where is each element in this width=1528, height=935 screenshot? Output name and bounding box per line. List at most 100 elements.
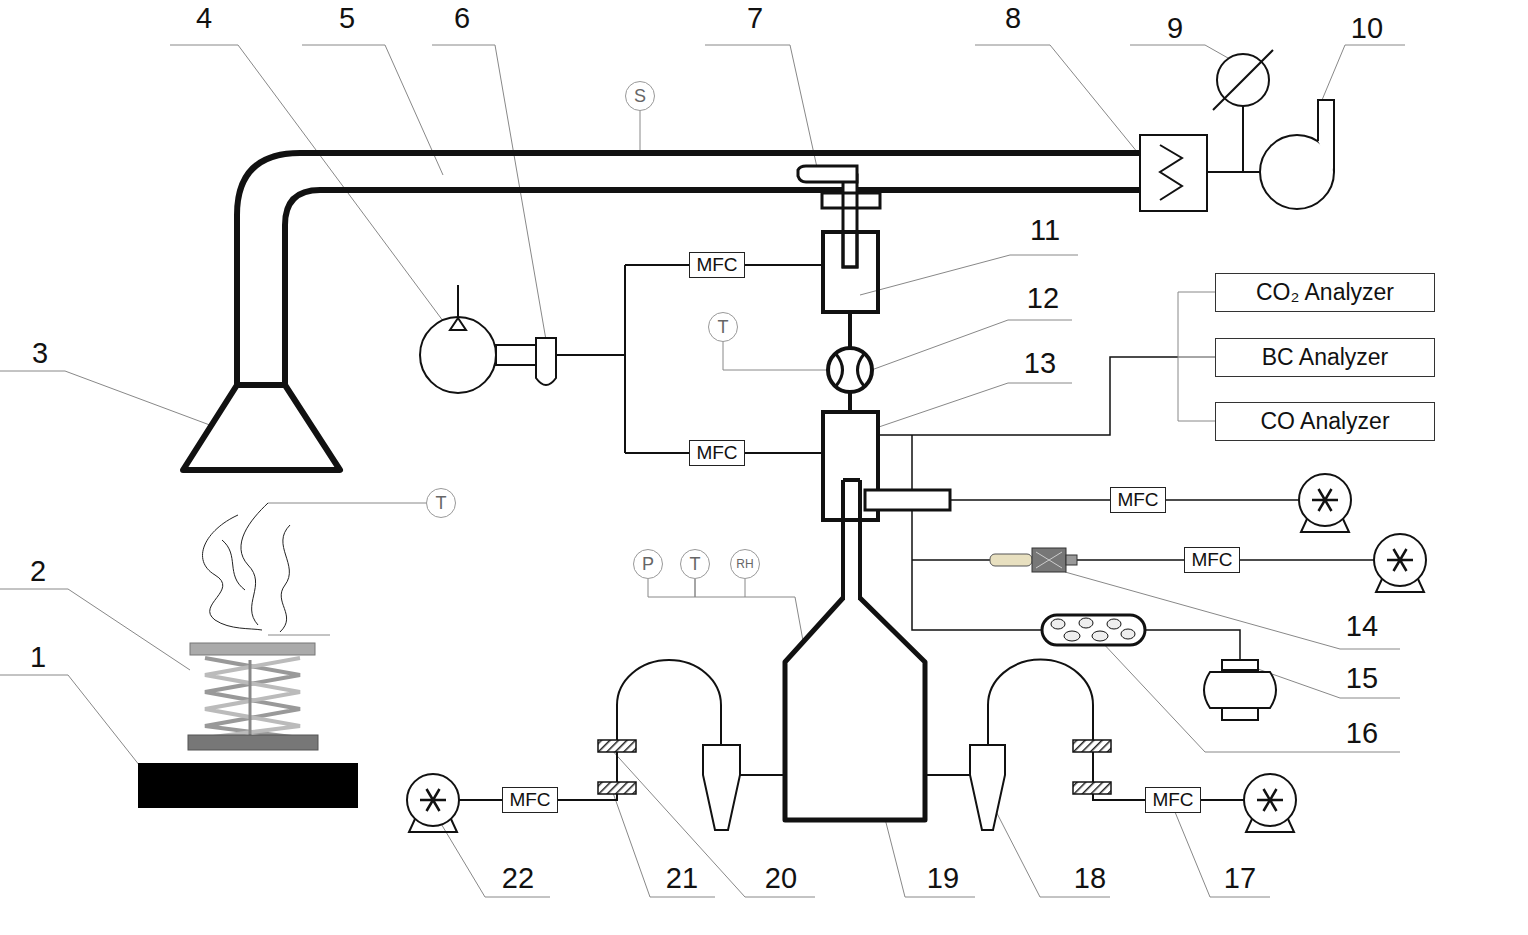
left-sampling-train (617, 660, 721, 745)
callout-number: 6 (422, 2, 502, 34)
calibration-pump (420, 317, 496, 393)
sensor-wire (648, 579, 695, 597)
filter-cartridge (990, 554, 1032, 566)
sample-canister (1222, 708, 1258, 720)
callout-number: 15 (1322, 662, 1402, 694)
filter-cartridge (1032, 548, 1066, 572)
sample-vial (536, 338, 556, 385)
sampling-pump (1244, 774, 1296, 832)
dilution-chamber (843, 232, 857, 267)
sample-canister (1222, 660, 1258, 670)
leader-lines (1322, 45, 1405, 100)
node-label: MFC (1191, 549, 1232, 571)
callout-number: 2 (0, 555, 78, 587)
table-base (138, 763, 358, 808)
calibration-pump (496, 345, 538, 365)
calibration-pump (420, 285, 538, 393)
leader-lines (0, 45, 1405, 897)
pressure-gauge (1213, 50, 1273, 110)
sensor-wire (268, 503, 441, 504)
sensor-wire (723, 327, 828, 370)
sample-vial (536, 338, 556, 385)
mfc-box: MFC (1110, 487, 1166, 513)
mfc-box: MFC (502, 787, 558, 813)
filter-cartridge (990, 548, 1077, 572)
duct-filter (1207, 171, 1262, 173)
filter-cartridge (1066, 555, 1077, 565)
sensor-circle: T (680, 549, 710, 579)
exhaust-fan (1260, 100, 1334, 209)
analyzer-box: BC Analyzer (1215, 338, 1435, 377)
right-sampling-train (1073, 782, 1111, 794)
callout-number: 17 (1200, 862, 1280, 894)
scissor-lift (249, 660, 252, 735)
sampling-probe (798, 166, 857, 182)
exhaust-hood (183, 385, 340, 470)
mfc-box: MFC (689, 440, 745, 466)
duct-filter (1140, 106, 1262, 211)
node-label: MFC (1117, 489, 1158, 511)
left-sampling-train (433, 660, 785, 830)
left-sampling-train (740, 774, 785, 776)
exhaust-duct (237, 153, 1140, 385)
node-label: T (690, 554, 701, 575)
leader-lines (0, 675, 155, 785)
dilution-lines (624, 265, 626, 453)
sensor-circle: T (708, 312, 738, 342)
exhaust-duct (285, 190, 1140, 385)
node-label: MFC (696, 254, 737, 276)
callout-number: 5 (307, 2, 387, 34)
dilution-lines (555, 265, 823, 453)
exhaust-hood (183, 385, 340, 470)
sample-canister (1204, 660, 1276, 720)
callout-number: 1 (0, 641, 78, 673)
smoke-plume (241, 503, 268, 625)
callout-number: 22 (478, 862, 558, 894)
flow-meter (836, 354, 864, 386)
node-label: T (718, 317, 729, 338)
packed-bed (1092, 631, 1108, 641)
mfc-box: MFC (1184, 547, 1240, 573)
packed-bed (1107, 619, 1121, 629)
residence-chamber (785, 480, 950, 820)
dilution-chamber (848, 392, 852, 412)
mfc-box: MFC (1145, 787, 1201, 813)
leader-lines (0, 589, 190, 670)
node-label: BC Analyzer (1262, 344, 1389, 371)
leader-lines (612, 790, 715, 897)
node-label: MFC (696, 442, 737, 464)
callout-number: 3 (0, 337, 80, 369)
sampling-pump (1299, 474, 1351, 532)
packed-bed (1051, 619, 1065, 629)
callout-number: 13 (1000, 347, 1080, 379)
callout-number: 4 (164, 2, 244, 34)
dilution-chamber (823, 232, 878, 412)
leader-lines (1130, 45, 1228, 58)
right-sampling-train (925, 774, 970, 776)
sensor-circle: S (625, 81, 655, 111)
sensor-wire (1178, 357, 1215, 421)
sensor-circle: P (633, 549, 663, 579)
residence-chamber (865, 490, 950, 510)
leader-lines (870, 383, 1072, 430)
duct-filter (1160, 145, 1182, 200)
node-label: RH (736, 557, 753, 571)
left-sampling-train (598, 740, 636, 752)
callout-number: 12 (1003, 282, 1083, 314)
packed-bed (1121, 629, 1135, 639)
packed-bed (1042, 615, 1145, 645)
sensor-wire (695, 579, 745, 597)
pressure-gauge (1213, 50, 1273, 110)
exhaust-duct (237, 153, 1140, 385)
dilution-lines (555, 354, 625, 356)
flow-meter (828, 348, 872, 392)
node-label: P (642, 554, 654, 575)
analyzer-box: CO Analyzer (1215, 402, 1435, 441)
scissor-lift (190, 643, 315, 655)
sensor-circle: RH (730, 549, 760, 579)
sampling-lines (1145, 630, 1240, 660)
callout-number: 16 (1322, 717, 1402, 749)
